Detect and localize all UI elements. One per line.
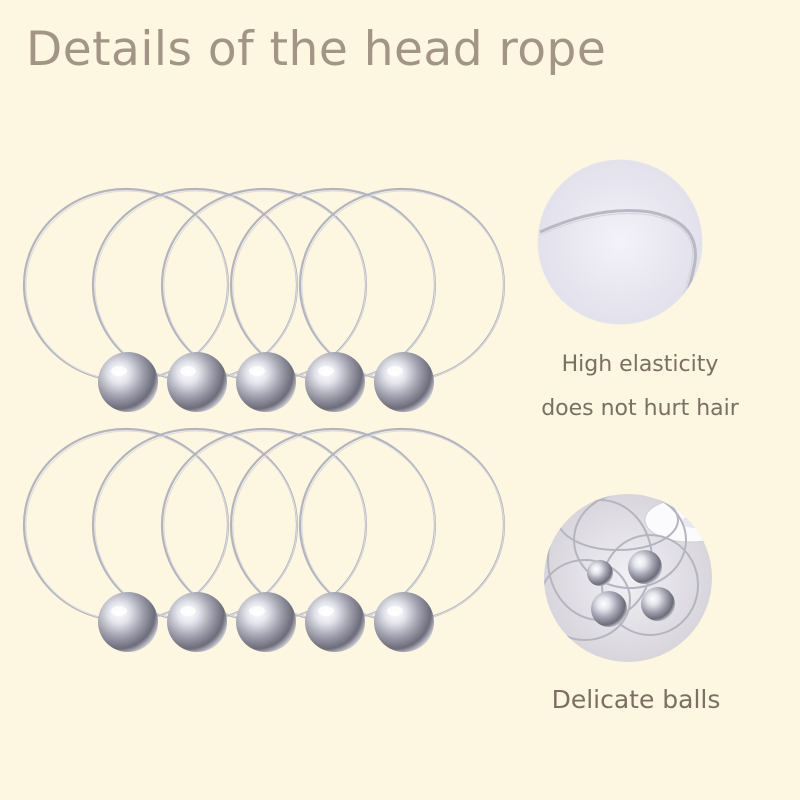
hair-tie-row-bottom [22,427,506,652]
elasticity-caption-line2: does not hurt hair [541,396,739,421]
hair-tie-row-top [22,187,506,412]
metal-ball [305,352,365,412]
elasticity-caption-line1: High elasticity [561,352,719,377]
metal-ball [305,592,365,652]
metal-ball [167,352,227,412]
ball-shine [111,606,127,616]
elastic-closeup-image [537,159,703,325]
ball-shine [249,606,265,616]
metal-ball [236,352,296,412]
metal-ball [236,592,296,652]
ball-shine [111,366,127,376]
page-title: Details of the head rope [26,22,607,77]
metal-ball [98,352,158,412]
metal-ball [98,592,158,652]
ball-shine [180,606,196,616]
metal-ball [374,592,434,652]
ball-shine [318,366,334,376]
balls-caption: Delicate balls [551,685,721,714]
balls-closeup-image [544,494,712,662]
metal-ball [167,592,227,652]
ball-shine [180,366,196,376]
ball-shine [249,366,265,376]
ball-shine [387,366,403,376]
metal-ball [374,352,434,412]
ball-shine [387,606,403,616]
ball-shine [318,606,334,616]
